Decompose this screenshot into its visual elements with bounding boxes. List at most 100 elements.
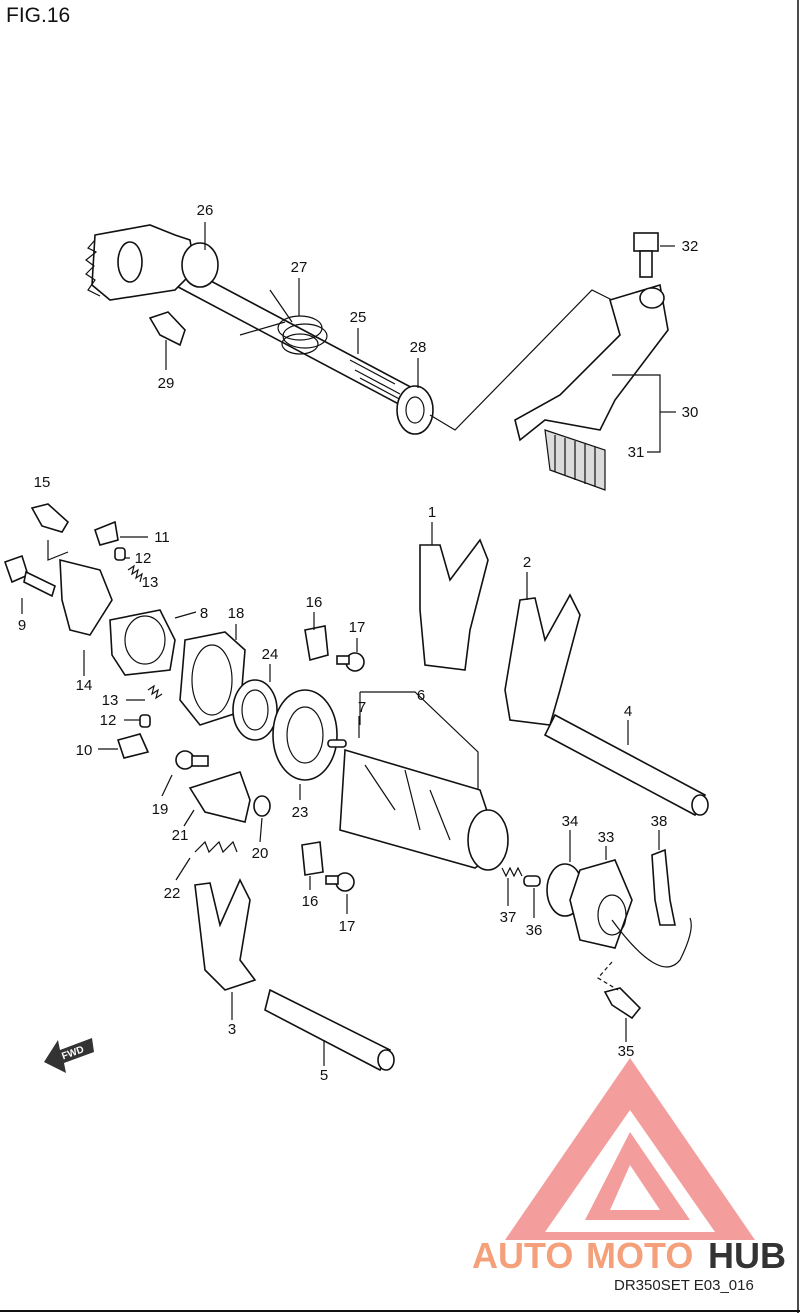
callout-16-top: 16 [306, 594, 323, 611]
callout-21: 21 [172, 827, 189, 844]
fork-shaft-5-end [377, 1049, 395, 1071]
pawl-11 [94, 520, 119, 546]
rubber-ribs [554, 435, 596, 487]
callout-7: 7 [358, 699, 366, 716]
callout-37: 37 [500, 909, 517, 926]
bolt-9-shank [23, 570, 56, 598]
callout-36: 36 [526, 922, 543, 939]
bearing-23-inner [286, 706, 324, 764]
callout-35: 35 [618, 1043, 635, 1060]
washer-24-inner [241, 689, 269, 731]
shift-fork-1 [419, 538, 489, 671]
washer-24 [232, 679, 278, 741]
shaft-collar [181, 242, 219, 288]
callout-12-top: 12 [135, 550, 152, 567]
diagram-code: DR350SET E03_016 [614, 1277, 754, 1294]
callout-numbers: 26 27 25 28 29 32 30 31 15 11 12 13 9 8 … [18, 202, 699, 1084]
figure-label: FIG.16 [6, 4, 70, 27]
screw-17-lower-shank [325, 875, 339, 885]
plate-16-top [304, 625, 329, 662]
callout-5: 5 [320, 1067, 328, 1084]
gear-position-switch-33 [569, 859, 633, 949]
callout-33: 33 [598, 829, 615, 846]
callout-11: 11 [154, 529, 170, 546]
pawl-10 [116, 733, 150, 759]
washer-20 [253, 795, 271, 817]
watermark-word-moto: MOTO [586, 1235, 693, 1276]
arm-slot [117, 241, 143, 283]
callout-38: 38 [651, 813, 668, 830]
pin-12-lower [139, 714, 151, 728]
callout-13-top: 13 [142, 574, 159, 591]
leader-15 [47, 540, 69, 561]
return-spring [239, 289, 328, 355]
plate-16-lower [301, 841, 324, 876]
lever-bolt-shank [639, 250, 653, 278]
gear-position-switch-assembly [501, 848, 692, 1020]
callout-14: 14 [76, 677, 93, 694]
fork-shaft-4 [543, 713, 707, 817]
watermark-word-auto: AUTO [472, 1235, 573, 1276]
screw-35 [603, 987, 642, 1020]
callout-20: 20 [252, 845, 269, 862]
shift-fork-2 [504, 593, 581, 726]
stopper-21 [188, 771, 251, 823]
pin-12-top [114, 547, 126, 561]
spring-22 [194, 840, 238, 854]
cam-guide-rim [191, 644, 233, 716]
screw-15 [30, 503, 70, 533]
fork-shaft-4-end [691, 794, 709, 816]
callout-25: 25 [350, 309, 367, 326]
callout-31: 31 [628, 444, 645, 461]
callout-leader-lines [21, 222, 676, 1066]
callout-16-lower: 16 [302, 893, 319, 910]
callout-2: 2 [523, 554, 531, 571]
bolt-19-shank [191, 755, 209, 767]
callout-10: 10 [76, 742, 93, 759]
lever-link-line [429, 289, 613, 431]
gearshift-cam-8 [109, 609, 176, 676]
callout-12-lower: 12 [100, 712, 117, 729]
callout-1: 1 [428, 504, 436, 521]
callout-28: 28 [410, 339, 427, 356]
fork-shaft-5 [264, 988, 392, 1072]
callout-23: 23 [292, 804, 309, 821]
clamp-38 [651, 848, 676, 926]
screw-35-dashed-line [597, 961, 619, 991]
fwd-label: FWD [60, 1044, 85, 1062]
oil-seal-inner [405, 396, 425, 424]
callout-32: 32 [682, 238, 699, 255]
callout-6: 6 [417, 687, 425, 704]
callout-9: 9 [18, 617, 26, 634]
lever-pivot [639, 287, 665, 309]
forward-direction-arrow: FWD [44, 1038, 94, 1073]
oil-seal [396, 385, 434, 435]
cam-8-bore [124, 615, 166, 665]
callout-8: 8 [200, 605, 208, 622]
lever-bolt-head [633, 232, 659, 252]
switch-33-face [597, 894, 627, 936]
shift-cam-assembly [3, 503, 709, 1072]
spring-13-lower [147, 684, 163, 700]
switch-wire [611, 917, 692, 968]
callout-4: 4 [624, 703, 632, 720]
callout-3: 3 [228, 1021, 236, 1038]
callout-22: 22 [164, 885, 181, 902]
callout-29: 29 [158, 375, 175, 392]
callout-17-lower: 17 [339, 918, 356, 935]
pin-36 [523, 875, 541, 887]
bearing-23 [272, 689, 338, 781]
shaft-splines [349, 359, 406, 403]
shift-arm [91, 224, 196, 301]
callout-17-top: 17 [349, 619, 366, 636]
plate-14 [59, 558, 113, 636]
pin-7 [327, 739, 347, 748]
arm-teeth [85, 239, 101, 297]
callout-15: 15 [34, 474, 51, 491]
callout-26: 26 [197, 202, 214, 219]
callout-19: 19 [152, 801, 169, 818]
spring-37 [501, 866, 523, 878]
callout-34: 34 [562, 813, 579, 830]
callout-27: 27 [291, 259, 308, 276]
